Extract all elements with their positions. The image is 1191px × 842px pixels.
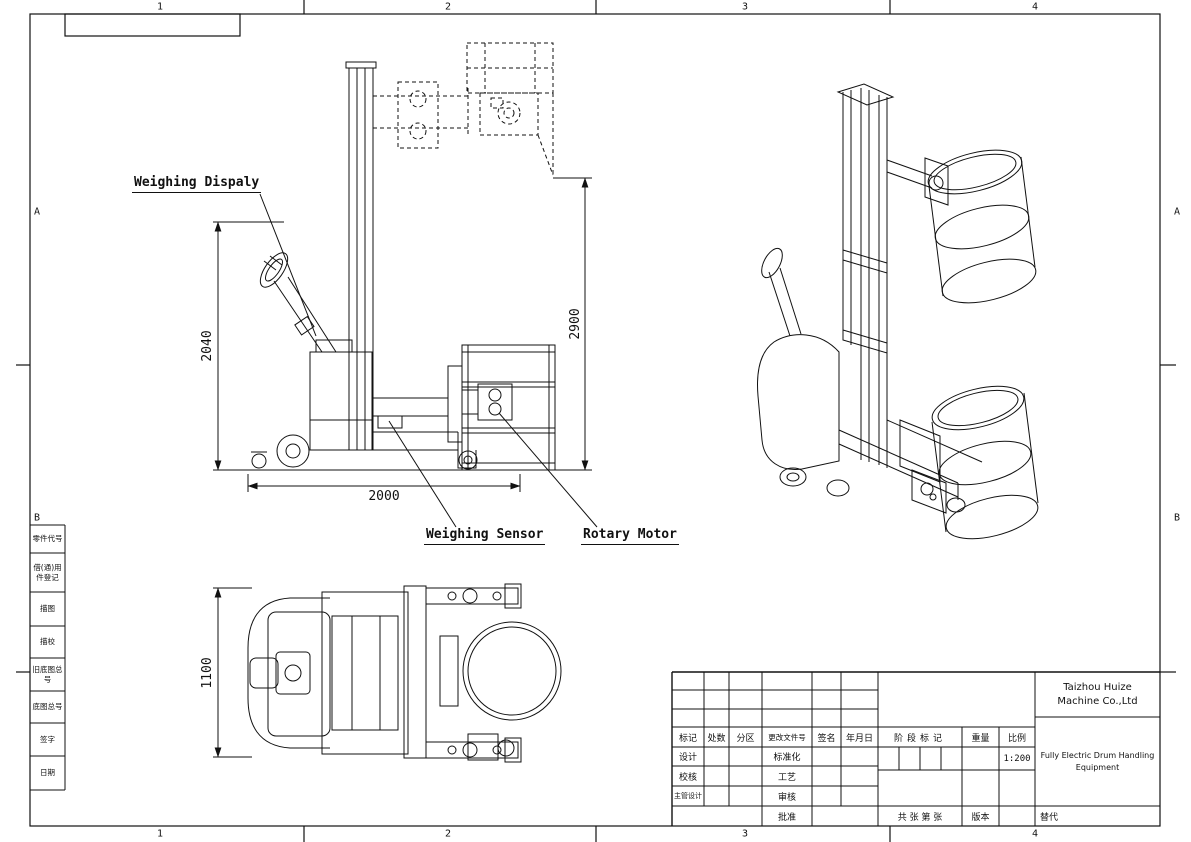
drawing-title-line2: Equipment xyxy=(1075,762,1120,772)
dim-lift-height-text: 2900 xyxy=(568,308,583,339)
side-wheels xyxy=(251,434,478,470)
zone-bottom-4: 4 xyxy=(1031,828,1039,840)
top-chuck xyxy=(439,635,459,707)
role-approve: 批准 xyxy=(777,812,796,823)
top-tiller xyxy=(249,657,279,689)
weight-label: 重量 xyxy=(971,733,990,744)
iso-upper-drum xyxy=(927,149,1037,304)
iso-rotary-motor xyxy=(911,469,947,514)
zone-bottom-2: 2 xyxy=(444,828,452,840)
side-arm xyxy=(373,365,463,443)
iso-mast xyxy=(836,83,895,468)
rev-header-date: 年月日 xyxy=(845,733,873,744)
strip-label-master-no: 底图总号 xyxy=(32,702,63,712)
side-body xyxy=(309,339,373,451)
weighing-display-leader xyxy=(259,193,317,337)
isometric-view xyxy=(757,83,1039,540)
rotary-motor-device xyxy=(462,383,513,421)
zone-bottom-1: 1 xyxy=(156,828,164,840)
top-motor xyxy=(467,733,515,761)
top-body-outline xyxy=(247,597,330,749)
dim-overall-width xyxy=(213,587,252,758)
strip-label-old-master-no: 旧底图总号 xyxy=(32,665,63,684)
role-chief-design: 主管设计 xyxy=(674,792,702,800)
iso-legs xyxy=(838,419,983,513)
rotary-motor-label: Rotary Motor xyxy=(581,527,679,545)
title-block-grid xyxy=(671,671,1160,826)
dim-overall-length xyxy=(247,474,521,492)
leader-lines xyxy=(259,193,598,528)
strip-label-part-code: 零件代号 xyxy=(32,534,63,544)
top-drum xyxy=(462,621,562,721)
iso-lower-drum xyxy=(931,385,1039,540)
side-drum xyxy=(461,344,556,471)
weighing-sensor-leader xyxy=(388,420,457,528)
zone-bottom-3: 3 xyxy=(741,828,749,840)
iso-upper-carriage xyxy=(886,157,949,206)
sheet-frame xyxy=(16,0,1176,842)
strip-label-trace-check: 描校 xyxy=(40,637,55,647)
role-audit: 审核 xyxy=(777,792,796,803)
rev-header-signature: 签名 xyxy=(817,733,836,744)
rev-header-count: 处数 xyxy=(707,733,726,744)
company-name-line2: Machine Co.,Ltd xyxy=(1057,695,1138,707)
rev-header-file-no: 更改文件号 xyxy=(768,732,806,742)
scale-label: 比例 xyxy=(1007,733,1026,744)
top-chassis xyxy=(321,585,427,759)
dim-overall-length-text: 2000 xyxy=(368,489,399,504)
dim-lift-height xyxy=(553,177,592,471)
stage-mark-label: 阶段标记 xyxy=(893,733,946,744)
role-standardization: 标准化 xyxy=(773,753,801,763)
company-name-line1: Taizhou Huize xyxy=(1063,682,1132,693)
side-tiller xyxy=(259,252,337,353)
weighing-sensor-device xyxy=(377,415,403,429)
sheet-info-label: 共 张 第 张 xyxy=(897,812,943,823)
side-view xyxy=(245,42,560,471)
top-view xyxy=(247,583,562,763)
dim-overall-width-text: 1100 xyxy=(200,657,215,688)
drawing-title-line1: Fully Electric Drum Handling xyxy=(1040,750,1155,760)
version-label: 版本 xyxy=(971,812,990,823)
substitute-label: 替代 xyxy=(1040,812,1059,823)
rev-header-mark: 标记 xyxy=(678,733,697,744)
raised-position-dashed xyxy=(373,42,554,176)
strip-label-borrowed-parts: 借(通)用件登记 xyxy=(33,563,62,582)
iso-body xyxy=(757,247,850,497)
top-rails xyxy=(425,583,522,763)
company-name-cell: Taizhou Huize Machine Co.,Ltd xyxy=(1035,672,1160,717)
dim-overall-height xyxy=(213,221,284,471)
scale-value: 1:200 xyxy=(1003,753,1031,764)
role-process: 工艺 xyxy=(777,772,796,783)
zone-left-b: B xyxy=(33,512,41,524)
rotary-motor-leader xyxy=(498,412,598,528)
zone-top-4: 4 xyxy=(1031,1,1039,13)
side-leg xyxy=(372,431,477,469)
zone-top-1: 1 xyxy=(156,1,164,13)
strip-label-traced-by: 描图 xyxy=(40,604,55,614)
strip-label-signature: 签字 xyxy=(40,734,55,744)
zone-top-3: 3 xyxy=(741,1,749,13)
drawing-title-cell: Fully Electric Drum Handling Equipment xyxy=(1035,717,1160,806)
strip-label-date: 日期 xyxy=(40,768,55,778)
top-left-extra-box xyxy=(64,13,241,37)
rev-header-zone: 分区 xyxy=(736,733,755,744)
dim-overall-height-text: 2040 xyxy=(200,330,215,361)
zone-top-2: 2 xyxy=(444,1,452,13)
left-strip-grid xyxy=(30,524,66,791)
role-design: 设计 xyxy=(678,753,697,763)
zone-right-a: A xyxy=(1173,206,1181,218)
weighing-sensor-label: Weighing Sensor xyxy=(424,527,546,545)
weighing-display-label: Weighing Dispaly xyxy=(132,175,262,193)
role-check: 校核 xyxy=(678,772,697,783)
zone-right-b: B xyxy=(1173,512,1181,524)
dimension-lines xyxy=(213,177,592,758)
zone-left-a: A xyxy=(33,206,41,218)
